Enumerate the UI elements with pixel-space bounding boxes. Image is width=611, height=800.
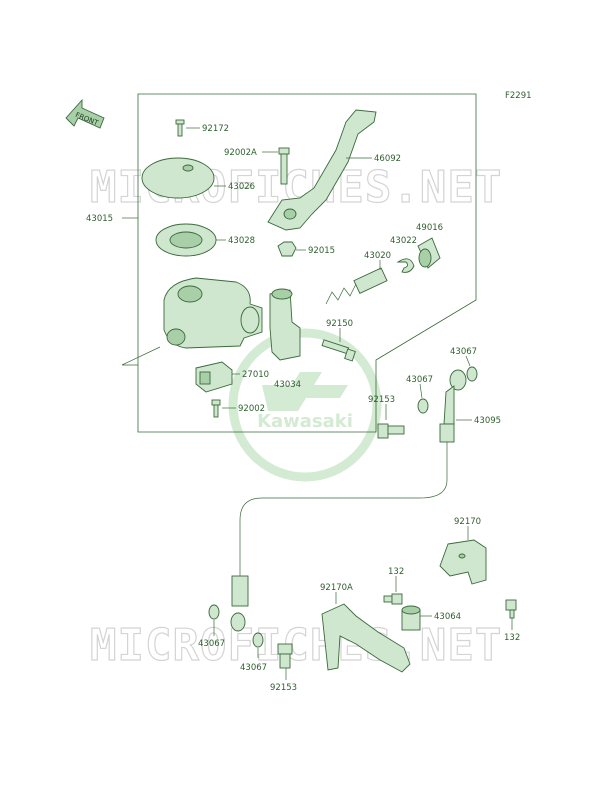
label-92153-lower: 92153 bbox=[270, 683, 297, 693]
label-43020: 43020 bbox=[364, 251, 391, 261]
banjo-bolt-92153-lower bbox=[277, 643, 293, 669]
label-43095: 43095 bbox=[474, 416, 501, 426]
label-43026: 43026 bbox=[228, 182, 255, 192]
bolt-92002A bbox=[278, 147, 290, 185]
nut-92015 bbox=[277, 241, 297, 257]
label-92002A: 92002A bbox=[224, 148, 257, 158]
label-43067-upper-left: 43067 bbox=[406, 375, 433, 385]
label-49016: 49016 bbox=[416, 223, 443, 233]
label-132-lower: 132 bbox=[504, 633, 520, 643]
label-92153-upper: 92153 bbox=[368, 395, 395, 405]
diaphragm-43028 bbox=[155, 223, 217, 257]
piston-assembly-43020 bbox=[325, 267, 388, 305]
front-arrow: FRONT bbox=[65, 98, 105, 129]
label-43067-lower-left: 43067 bbox=[198, 639, 225, 649]
label-46092: 46092 bbox=[374, 154, 401, 164]
brake-lever-46092 bbox=[267, 109, 377, 231]
label-43067-lower-mid: 43067 bbox=[240, 663, 267, 673]
screw-92002 bbox=[211, 399, 221, 418]
bolt-132-upper bbox=[383, 593, 403, 605]
banjo-bolt-92153-upper bbox=[377, 423, 405, 439]
screw-92172 bbox=[175, 119, 185, 137]
label-43034: 43034 bbox=[274, 380, 301, 390]
label-92170: 92170 bbox=[454, 517, 481, 527]
diagram-code: F2291 bbox=[505, 91, 532, 101]
holder-43034 bbox=[269, 288, 301, 361]
washer-43067-lower-mid bbox=[252, 632, 264, 648]
label-43022: 43022 bbox=[390, 236, 417, 246]
label-43064: 43064 bbox=[434, 612, 461, 622]
watermark-site-bottom: MICROFICHES.NET bbox=[90, 620, 502, 671]
washer-43067-upper-left bbox=[417, 398, 429, 414]
master-cylinder-body bbox=[163, 277, 263, 349]
label-92172: 92172 bbox=[202, 124, 229, 134]
label-92015: 92015 bbox=[308, 246, 335, 256]
watermark-brand: Kawasaki bbox=[257, 411, 353, 432]
circlip-43022 bbox=[396, 258, 415, 273]
boot-49016 bbox=[417, 237, 441, 269]
washer-43067-lower-left bbox=[208, 604, 220, 620]
label-132-upper: 132 bbox=[388, 567, 404, 577]
label-27010: 27010 bbox=[242, 370, 269, 380]
reservoir-cap-43026 bbox=[141, 157, 215, 199]
washer-43067-upper-right bbox=[466, 366, 478, 382]
grommet-43064 bbox=[401, 605, 421, 631]
bracket-92170 bbox=[439, 539, 487, 585]
brake-hose-43095 bbox=[230, 369, 467, 632]
switch-27010 bbox=[195, 361, 233, 393]
label-43015: 43015 bbox=[86, 214, 113, 224]
label-92170A: 92170A bbox=[320, 583, 353, 593]
label-43067-upper-right: 43067 bbox=[450, 347, 477, 357]
label-92150: 92150 bbox=[326, 319, 353, 329]
bolt-92150 bbox=[321, 339, 356, 362]
label-92002: 92002 bbox=[238, 404, 265, 414]
assembly-frame bbox=[137, 93, 477, 433]
bolt-132-lower bbox=[505, 599, 517, 619]
label-43028: 43028 bbox=[228, 236, 255, 246]
watermark-logo: Kawasaki bbox=[228, 328, 382, 482]
clamp-92170A bbox=[321, 603, 411, 673]
